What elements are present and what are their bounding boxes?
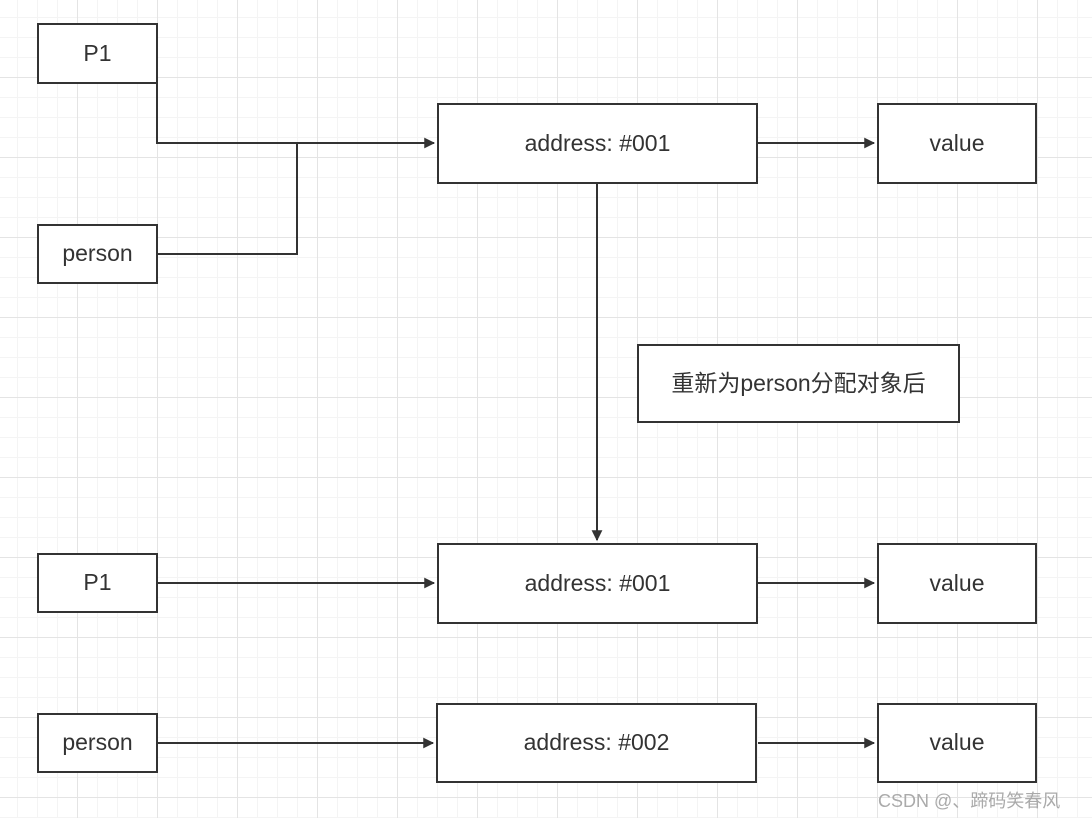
node-person-after: person (37, 713, 158, 773)
csdn-watermark: CSDN @、蹄码笑春风 (878, 791, 1061, 811)
edge-p1-before-to-address1 (156, 84, 436, 149)
node-p1-after: P1 (37, 553, 158, 613)
edge-person-before-junction (157, 143, 298, 255)
node-person-before: person (37, 224, 158, 284)
annotation-box: 重新为person分配对象后 (637, 344, 960, 423)
node-value-after-2: value (877, 703, 1037, 783)
node-value-after: value (877, 543, 1037, 624)
node-value-before: value (877, 103, 1037, 184)
node-address-001-before: address: #001 (437, 103, 758, 184)
node-p1-before: P1 (37, 23, 158, 84)
node-address-002-after: address: #002 (436, 703, 757, 783)
node-address-001-after: address: #001 (437, 543, 758, 624)
